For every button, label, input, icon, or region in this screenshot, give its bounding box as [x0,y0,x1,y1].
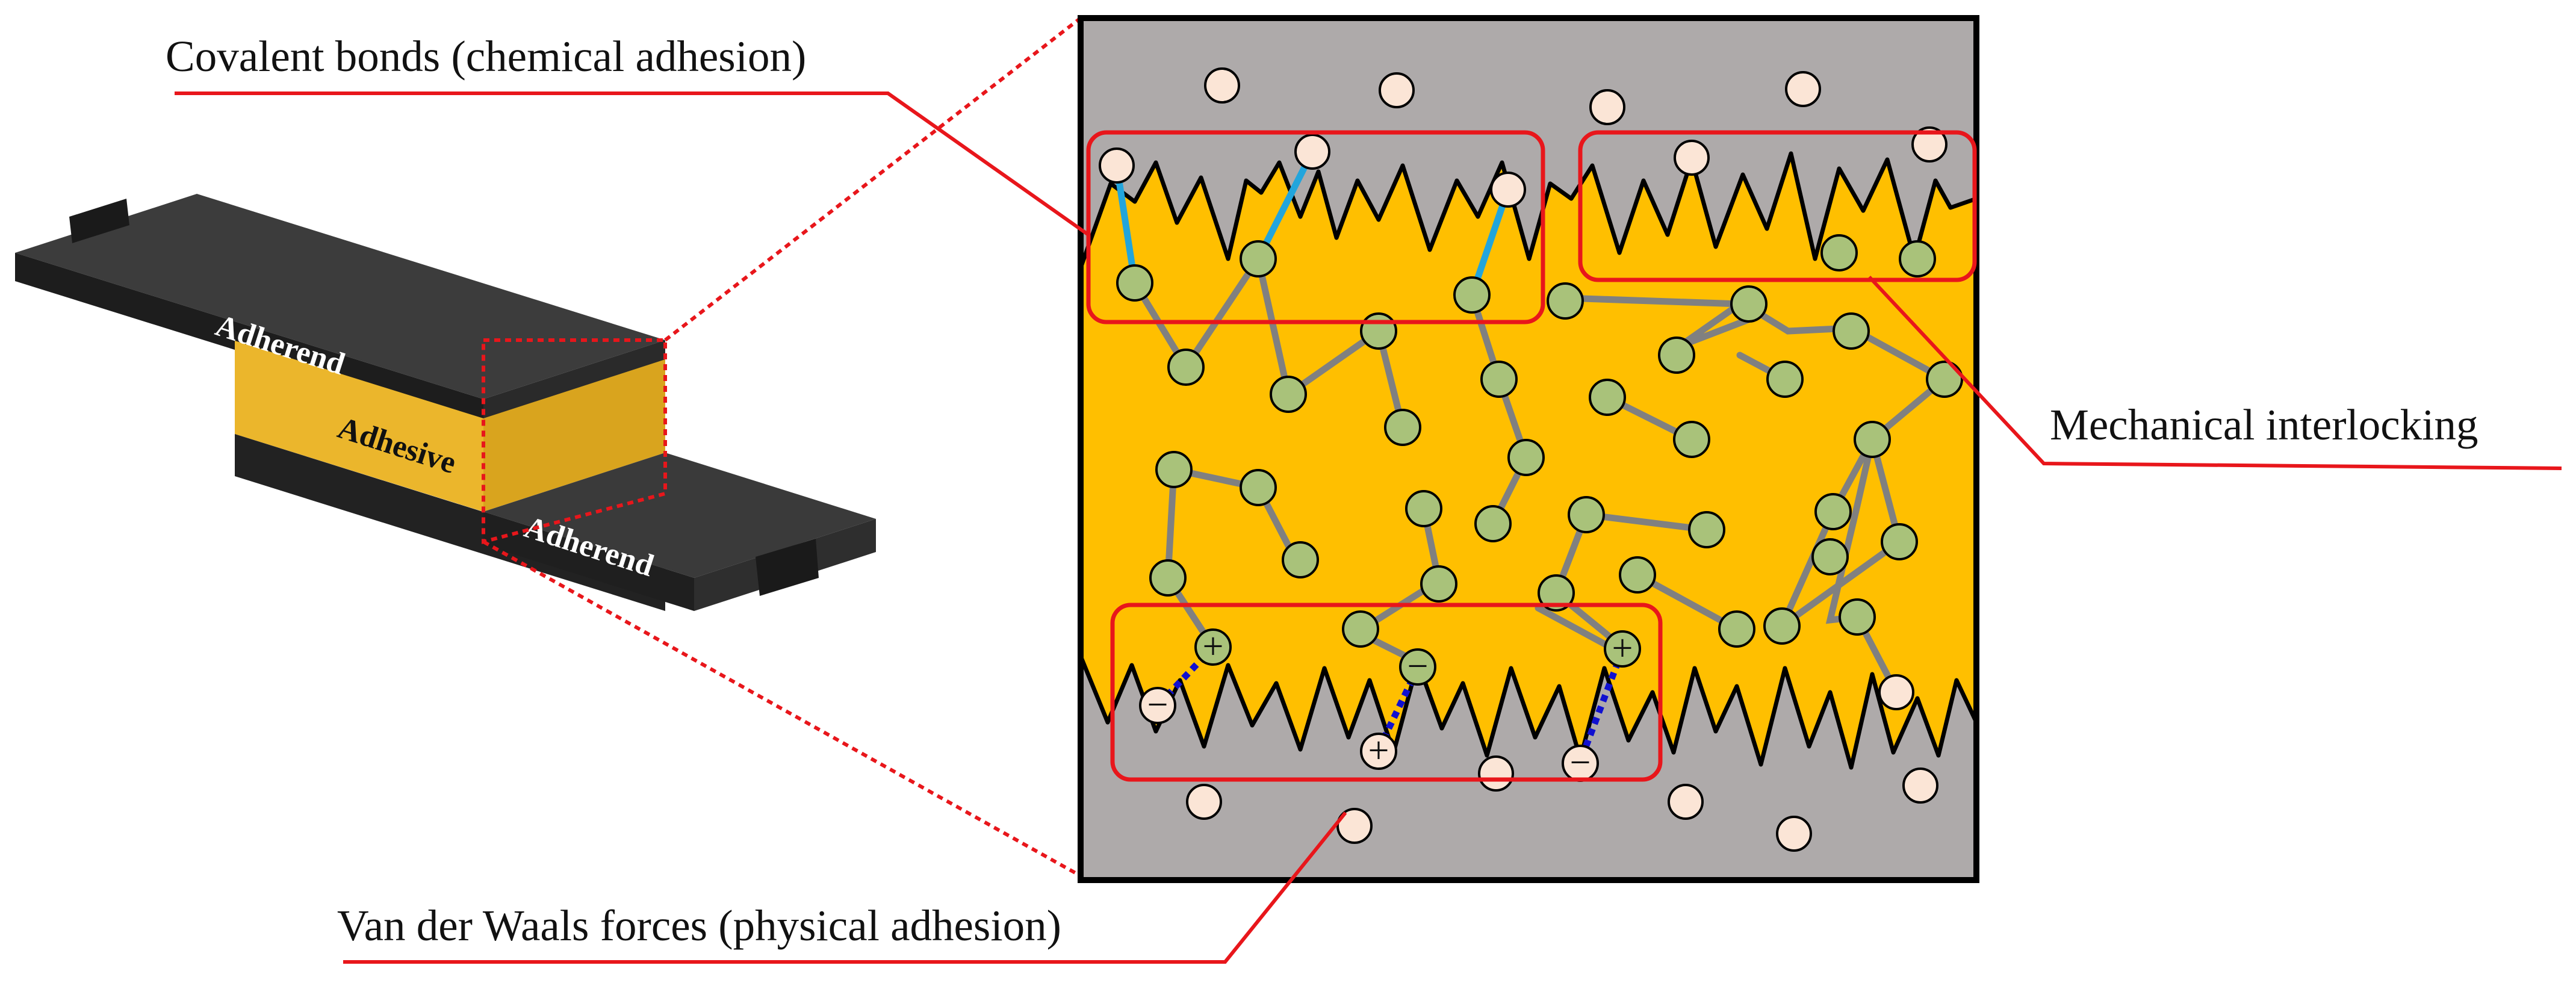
negative-charge-icon: − [1399,646,1436,687]
positive-charge-icon: + [1604,628,1641,669]
svg-text:+: + [1203,626,1224,667]
svg-text:+: + [1612,628,1633,669]
bottom-adherend-top-face [483,453,876,578]
positive-charge-icon: + [1194,626,1232,667]
adhesive-layer-front [235,341,483,512]
negative-charge-icon: − [1139,684,1176,725]
bottom-adherend-tab [756,539,819,596]
adhesive-layer-side [483,359,665,512]
magnified-interface: + + + − − − [1078,15,1979,883]
svg-text:+: + [1368,730,1389,771]
adhesive-molecules [1116,234,1963,648]
positive-charge-molecules: + + + [1194,626,1641,771]
negative-charge-molecules: − − − [1139,646,1599,783]
top-adherend-top-face [15,194,665,399]
mechanical-callout-line [1867,275,2562,470]
magnifier-dotted-lines [482,16,1082,878]
vdw-callout-line [343,811,1347,964]
top-adherend-tab [69,199,129,243]
vdw-region-box [1110,603,1663,782]
magnified-region-box [482,338,667,544]
substrate-particles [1099,67,1948,852]
svg-text:−: − [1147,684,1169,725]
magnified-view-border [1078,15,1979,883]
svg-text:−: − [1407,646,1429,687]
covalent-region-box [1086,130,1545,324]
negative-charge-icon: − [1562,742,1599,783]
vdw-forces-label: Van der Waals forces (physical adhesion) [337,901,1061,950]
callout-lines [175,91,2562,964]
bottom-adherend-front-lower [483,512,694,611]
highlight-regions [1086,130,1977,782]
covalent-bonds-label: Covalent bonds (chemical adhesion) [166,32,806,81]
positive-charge-icon: + [1360,730,1397,771]
svg-text:−: − [1570,742,1591,783]
covalent-callout-line [175,91,1090,237]
mechanical-interlocking-label: Mechanical interlocking [2050,400,2478,449]
lap-joint-illustration: Adherend Adhesive Adherend [15,194,876,611]
mechanical-region-box [1578,130,1977,282]
